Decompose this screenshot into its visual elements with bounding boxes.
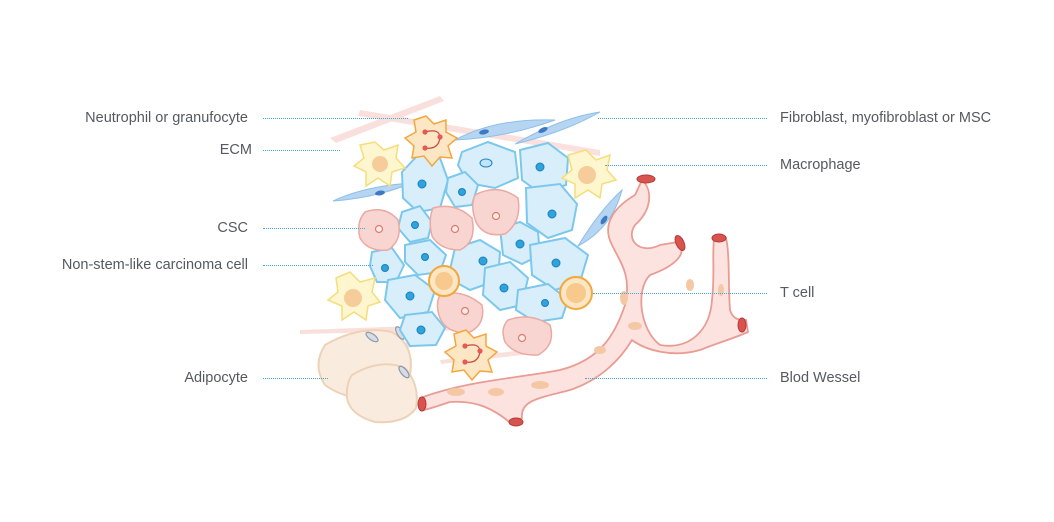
label-csc: CSC (217, 220, 248, 236)
fibroblast-3 (332, 182, 413, 202)
leader-csc (263, 228, 365, 229)
label-neutrophil: Neutrophil or granufocyte (85, 110, 248, 126)
neutrophil-cells (403, 115, 499, 382)
label-fibroblast: Fibroblast, myofibroblast or MSC (780, 110, 992, 126)
macrophage-cells (326, 141, 618, 322)
label-macrophage: Macrophage (780, 157, 861, 173)
leader-neutrophil (263, 118, 408, 119)
t-cells (428, 265, 593, 310)
leader-fibroblast (598, 118, 767, 119)
fibroblast-4-nucleus (600, 215, 608, 225)
fibroblast-cells (332, 111, 623, 248)
fibroblast-1 (454, 119, 556, 141)
leader-macrophage (605, 165, 767, 166)
fibroblast-1-nucleus (479, 129, 489, 135)
label-adipocyte: Adipocyte (184, 370, 248, 386)
label-t-cell: T cell (780, 285, 815, 301)
leader-adipocyte (263, 378, 328, 379)
fibroblast-3-nucleus (375, 190, 385, 196)
adipocyte-cells (317, 326, 418, 424)
blood-vessel (417, 174, 750, 427)
carcinoma-nuclei (381, 158, 561, 335)
label-non-stem-carcinoma: Non-stem-like carcinoma cell (61, 257, 248, 273)
label-blood-vessel: Blod Wessel (780, 370, 861, 386)
leader-ecm (263, 150, 340, 151)
fibroblast-4 (576, 188, 623, 248)
leader-non-stem (263, 265, 373, 266)
leader-blood-vessel (585, 378, 767, 379)
leader-t-cell (593, 293, 767, 294)
csc-cells (358, 189, 553, 356)
label-ecm: ECM (219, 142, 252, 158)
fibroblast-2-nucleus (538, 126, 548, 134)
